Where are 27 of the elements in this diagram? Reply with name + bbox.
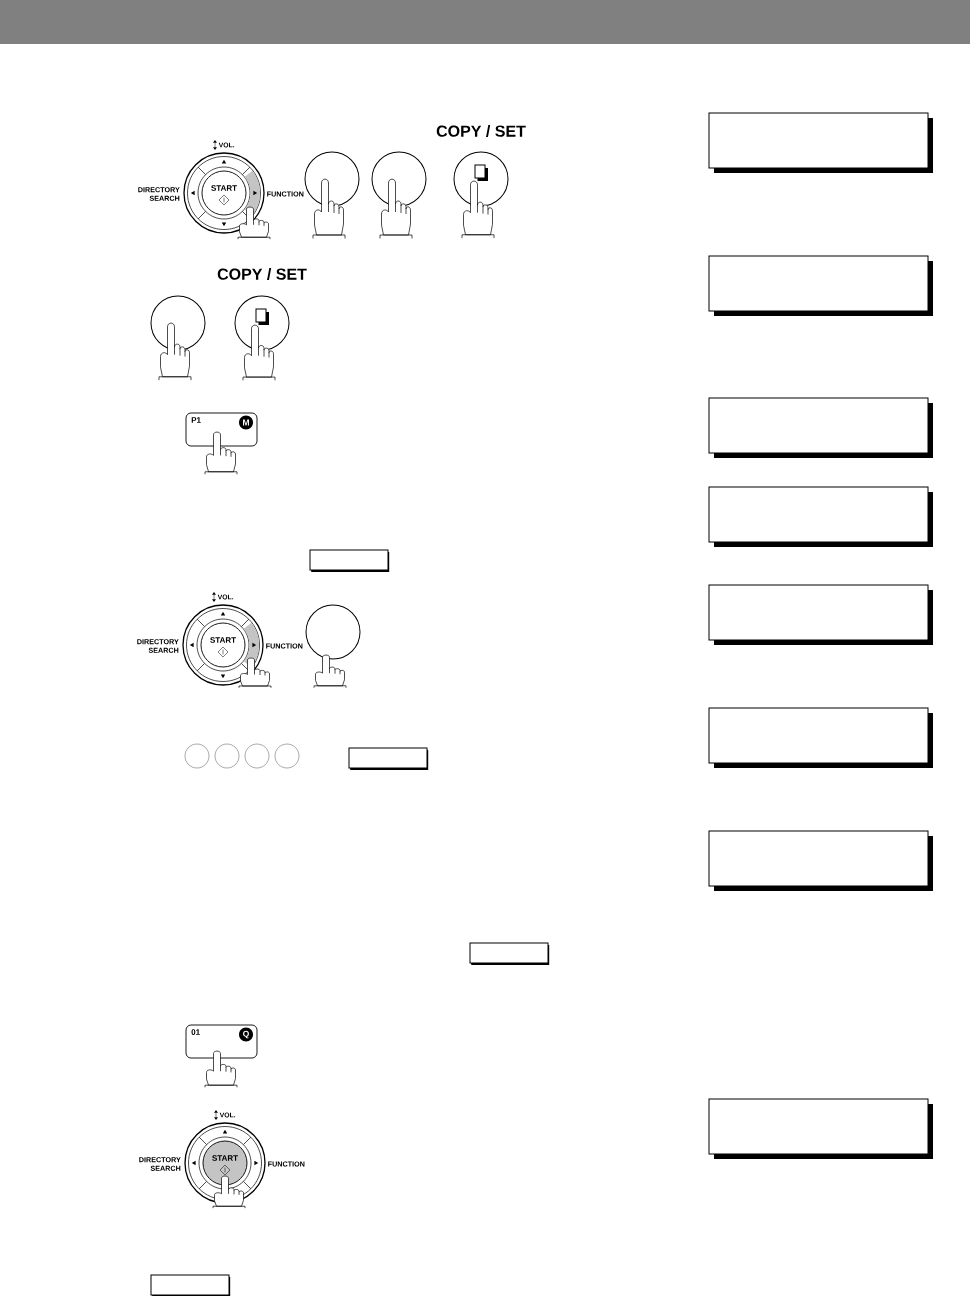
round-button — [304, 151, 360, 207]
letter-badge: M — [239, 415, 253, 430]
round-key — [184, 743, 210, 769]
display-box — [708, 486, 933, 547]
round-button — [371, 151, 427, 207]
key-caption: COPY / SET — [436, 125, 526, 137]
display-box — [708, 255, 933, 316]
start-button: START — [202, 1140, 248, 1186]
round-key — [214, 743, 240, 769]
letter-badge: Q — [239, 1027, 253, 1042]
round-key — [274, 743, 300, 769]
blank-box — [348, 747, 429, 770]
display-box — [708, 707, 933, 768]
display-box — [708, 397, 933, 458]
round-button — [305, 604, 361, 660]
start-button: START — [201, 170, 247, 216]
start-button: START — [200, 622, 246, 668]
round-button — [150, 295, 206, 351]
blank-box — [309, 549, 390, 572]
display-box — [708, 830, 933, 891]
round-key — [244, 743, 270, 769]
key-caption: COPY / SET — [217, 268, 307, 280]
display-box — [708, 1098, 933, 1159]
blank-box — [150, 1274, 231, 1296]
display-box — [708, 584, 933, 645]
blank-box — [469, 942, 550, 965]
display-box — [708, 112, 933, 173]
